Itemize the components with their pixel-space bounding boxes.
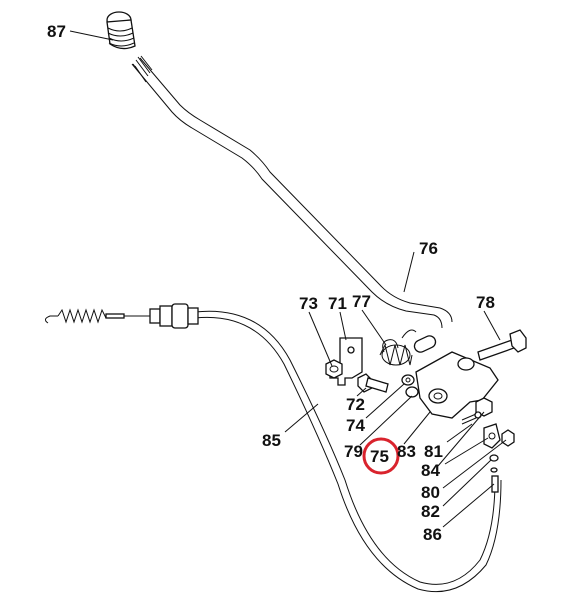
highlight-circle (362, 437, 400, 475)
label-87[interactable]: 87 (47, 22, 66, 41)
label-83[interactable]: 83 (397, 442, 416, 461)
bolt-72 (357, 373, 389, 393)
cable-terminal (489, 454, 499, 493)
lever-rod (131, 55, 453, 329)
label-84[interactable]: 84 (421, 461, 440, 480)
label-75[interactable]: 75 (370, 447, 389, 466)
return-spring (379, 329, 417, 366)
label-71[interactable]: 71 (328, 294, 347, 313)
label-76[interactable]: 76 (419, 239, 438, 258)
label-73[interactable]: 73 (299, 294, 318, 313)
nut (325, 359, 343, 379)
label-82[interactable]: 82 (421, 502, 440, 521)
lever-knob (106, 11, 136, 50)
label-74[interactable]: 74 (346, 416, 365, 435)
label-72[interactable]: 72 (346, 395, 365, 414)
cable-clamp (483, 423, 501, 449)
label-86[interactable]: 86 (423, 525, 442, 544)
label-85[interactable]: 85 (262, 431, 281, 450)
label-77[interactable]: 77 (352, 292, 371, 311)
control-cable (194, 310, 502, 593)
pivot-plate (413, 335, 499, 419)
washers (401, 374, 419, 398)
label-78[interactable]: 78 (476, 293, 495, 312)
small-nut (501, 429, 515, 447)
cable-end-spring (44, 303, 199, 329)
bolt-78 (477, 329, 527, 361)
label-79[interactable]: 79 (344, 442, 363, 461)
screw-83 (461, 411, 482, 425)
label-81[interactable]: 81 (424, 442, 443, 461)
leader-lines (69, 30, 507, 528)
label-80[interactable]: 80 (421, 483, 440, 502)
